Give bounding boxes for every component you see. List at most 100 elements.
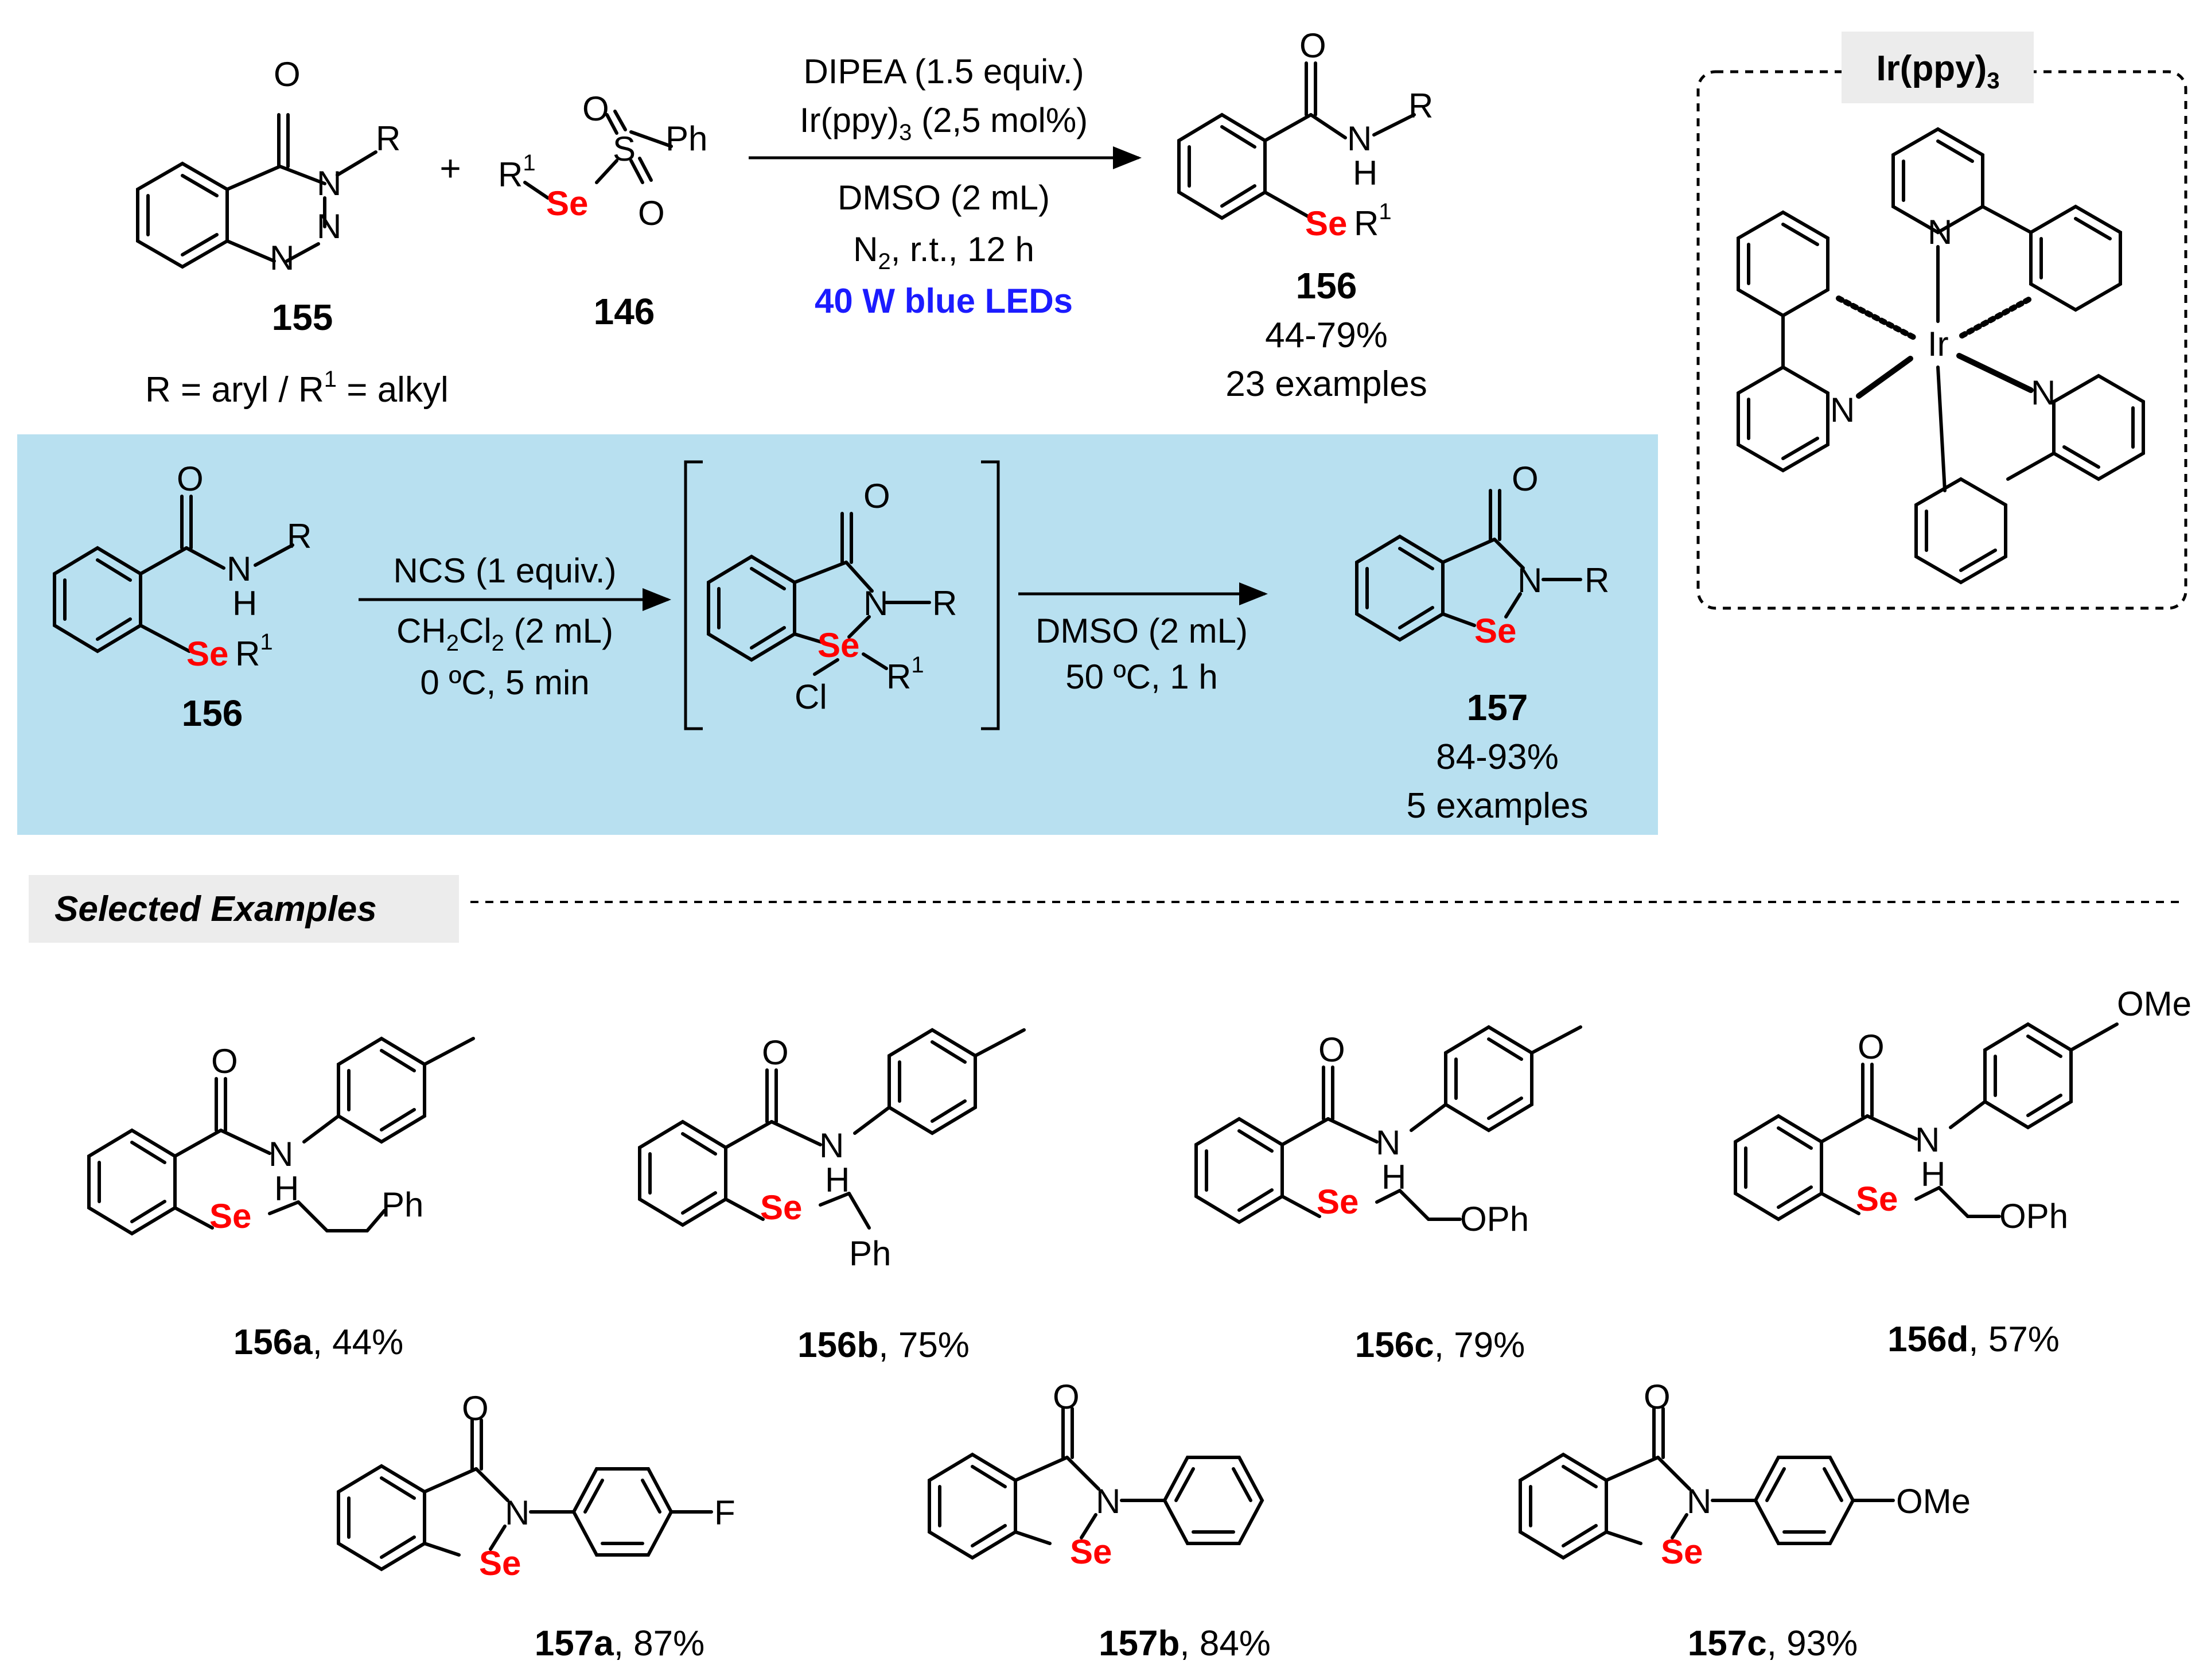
panel-compound-156 (53, 495, 294, 654)
compound-156-top-selenium: Se (1305, 204, 1347, 243)
example-157c-oxygen: O (1644, 1378, 1671, 1416)
intermediate-nitrogen: N (863, 584, 888, 623)
example-157c-selenium: Se (1661, 1533, 1703, 1571)
conditions-light: 40 W blue LEDs (815, 282, 1073, 320)
example-156b-caption: 156b, 75% (797, 1325, 970, 1365)
example-156b-phenyl: Ph (849, 1234, 891, 1273)
ir-n-right: N (2031, 374, 2056, 412)
compound-146-oxygen-top: O (582, 90, 609, 128)
compound-146-selenium: Se (546, 184, 588, 223)
intermediate-r: R (932, 584, 957, 623)
compound-155 (136, 113, 377, 269)
example-157a-caption: 157a, 87% (535, 1624, 704, 1663)
panel-157-selenium: Se (1474, 612, 1516, 650)
plus-sign: + (439, 147, 461, 189)
compound-156-top-nitrogen: N (1347, 119, 1372, 158)
intermediate-chlorine: Cl (795, 678, 827, 716)
panel-157-label: 157 (1467, 687, 1528, 728)
panel-156-r1: R1 (235, 629, 273, 673)
compound-155-label: 155 (272, 297, 333, 338)
example-156d-h: H (1921, 1155, 1945, 1193)
panel-156-h: H (232, 584, 257, 623)
ir-n-left: N (1830, 391, 1855, 429)
example-156c-oxygen: O (1318, 1030, 1345, 1069)
example-156d-ophenyl: OPh (1999, 1197, 2068, 1235)
example-156b-selenium: Se (760, 1188, 802, 1227)
compound-155-oxygen: O (274, 55, 301, 94)
selected-examples-tag (29, 875, 459, 943)
example-156d: O N H Se OPh OMe 156d, 57% (1734, 985, 2191, 1359)
catalyst-title-tag (1842, 32, 2034, 103)
panel-157-r: R (1585, 561, 1609, 600)
step1-reagent: NCS (1 equiv.) (393, 551, 616, 590)
compound-146-r1: R1 (498, 150, 536, 194)
compound-146-phenyl: Ph (665, 119, 707, 158)
compound-156-top-yield: 44-79% (1265, 316, 1388, 355)
compound-156-top (1177, 61, 1416, 220)
example-157b-nitrogen: N (1096, 1482, 1120, 1520)
panel-156-selenium: Se (186, 635, 228, 673)
example-156b: O N H Se Ph 156b, 75% (638, 1028, 1026, 1365)
ir-atom: Ir (1928, 325, 1949, 363)
example-156a: O N H Se Ph 156a, 44% (87, 1036, 475, 1362)
example-156a-caption: 156a, 44% (233, 1323, 403, 1362)
example-156c-ophenyl: OPh (1460, 1200, 1529, 1238)
panel-156-nitrogen: N (227, 550, 251, 588)
conditions-catalyst: Ir(ppy)3 (2,5 mol%) (800, 101, 1088, 145)
conditions-solvent: DMSO (2 mL) (838, 178, 1050, 217)
intermediate-oxygen: O (863, 477, 890, 515)
compound-156-top-r1: R1 (1354, 199, 1392, 243)
panel-156-label: 156 (182, 693, 243, 734)
example-157b-selenium: Se (1070, 1533, 1112, 1571)
compound-155-substituent-note: R = aryl / R1 = alkyl (145, 367, 449, 410)
example-156a-oxygen: O (211, 1042, 238, 1080)
compound-155-n1: N (270, 239, 294, 277)
example-157a-nitrogen: N (505, 1494, 530, 1532)
intermediate-r1: R1 (886, 652, 924, 696)
panel-compound-157 (1355, 489, 1582, 642)
example-156a-nitrogen: N (268, 1135, 293, 1173)
compound-146-oxygen-bottom: O (638, 194, 665, 232)
example-156d-oxygen: O (1858, 1028, 1885, 1066)
panel-156-r: R (287, 517, 312, 555)
ir-n-top: N (1928, 213, 1952, 251)
example-156b-nitrogen: N (819, 1126, 844, 1165)
compound-155-n3: N (317, 164, 341, 203)
example-157c-caption: 157c, 93% (1688, 1624, 1858, 1663)
example-157a-oxygen: O (462, 1389, 489, 1428)
step2-solvent: DMSO (2 mL) (1036, 612, 1248, 650)
compound-156-top-label: 156 (1296, 265, 1357, 306)
intermediate-brackets (684, 460, 1000, 730)
step1-solvent: CH2Cl2 (2 mL) (396, 612, 613, 656)
example-156a-phenyl: Ph (382, 1185, 423, 1224)
example-157a-fluorine: F (714, 1494, 735, 1532)
example-156c: O N H Se OPh 156c, 79% (1194, 1025, 1582, 1365)
example-156c-caption: 156c, 79% (1355, 1325, 1525, 1365)
compound-156-top-h: H (1353, 154, 1377, 192)
example-157b: O N Se 157b, 84% (928, 1378, 1271, 1663)
example-157a: O N Se F 157a, 87% (337, 1389, 735, 1663)
example-157a-selenium: Se (479, 1544, 521, 1582)
conditions-base: DIPEA (1.5 equiv.) (803, 52, 1084, 91)
compound-155-n2: N (317, 207, 341, 246)
intermediate-structure (707, 512, 931, 676)
compound-156-top-oxygen: O (1299, 26, 1326, 65)
panel-157-oxygen: O (1512, 460, 1539, 498)
example-156c-h: H (1381, 1158, 1406, 1196)
example-156b-oxygen: O (762, 1033, 789, 1072)
panel-157-yield: 84-93% (1436, 737, 1559, 777)
example-156b-h: H (825, 1161, 850, 1199)
compound-146 (523, 110, 673, 200)
example-157b-oxygen: O (1053, 1378, 1080, 1416)
selected-examples-heading: Selected Examples (55, 889, 377, 929)
example-156c-nitrogen: N (1376, 1123, 1400, 1162)
example-156d-caption: 156d, 57% (1887, 1320, 2060, 1359)
intermediate-selenium: Se (818, 626, 859, 664)
example-156d-selenium: Se (1856, 1180, 1898, 1218)
example-157c: O N Se OMe 157c, 93% (1519, 1378, 1971, 1663)
step2-temperature: 50 ºC, 1 h (1065, 658, 1217, 696)
example-156c-selenium: Se (1317, 1183, 1358, 1221)
compound-146-sulfur: S (613, 130, 636, 168)
panel-157-examples: 5 examples (1406, 786, 1588, 826)
